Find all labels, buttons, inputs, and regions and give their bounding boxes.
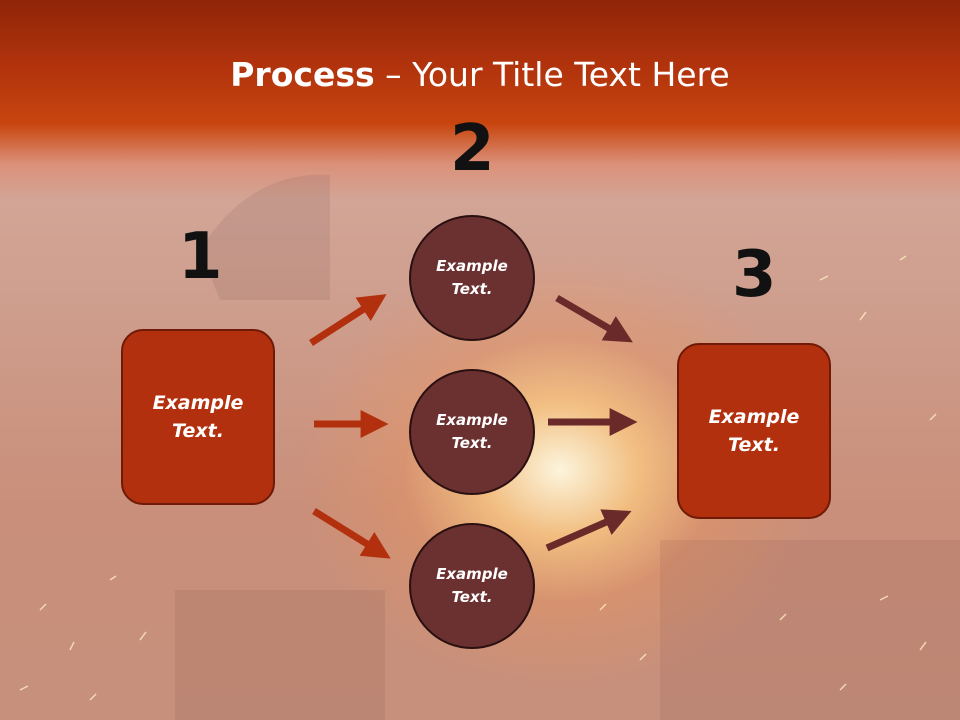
step-number-2: 2	[450, 112, 495, 186]
bg-block-left	[175, 590, 385, 720]
step-2-circle-top[interactable]: Example Text.	[409, 215, 535, 341]
arrow-icon-1-to-bottom	[312, 508, 391, 559]
step-number-3: 3	[732, 238, 777, 312]
title-rest: – Your Title Text Here	[374, 55, 730, 94]
step-3-box[interactable]: Example Text.	[677, 343, 831, 519]
arrow-icon-top-to-3	[555, 294, 633, 343]
step-2-circle-middle[interactable]: Example Text.	[409, 369, 535, 495]
arrow-icon-1-to-top	[309, 294, 387, 346]
bg-machine-shape	[200, 174, 330, 300]
step-3-text: Example Text.	[708, 406, 800, 456]
circle-bottom-text: Example Text.	[436, 565, 508, 606]
step-1-box[interactable]: Example Text.	[121, 329, 275, 505]
circle-top-text: Example Text.	[436, 257, 508, 298]
step-number-1: 1	[178, 220, 223, 294]
step-1-text: Example Text.	[152, 392, 244, 442]
circle-middle-text: Example Text.	[436, 411, 508, 452]
step-2-circle-bottom[interactable]: Example Text.	[409, 523, 535, 649]
spark-lines	[19, 255, 937, 701]
title-bold: Process	[230, 55, 375, 94]
slide-title: Process – Your Title Text Here	[0, 52, 960, 98]
title-bar	[0, 0, 960, 200]
bg-block-right	[660, 540, 960, 720]
arrow-icon-bottom-to-3	[545, 509, 632, 552]
